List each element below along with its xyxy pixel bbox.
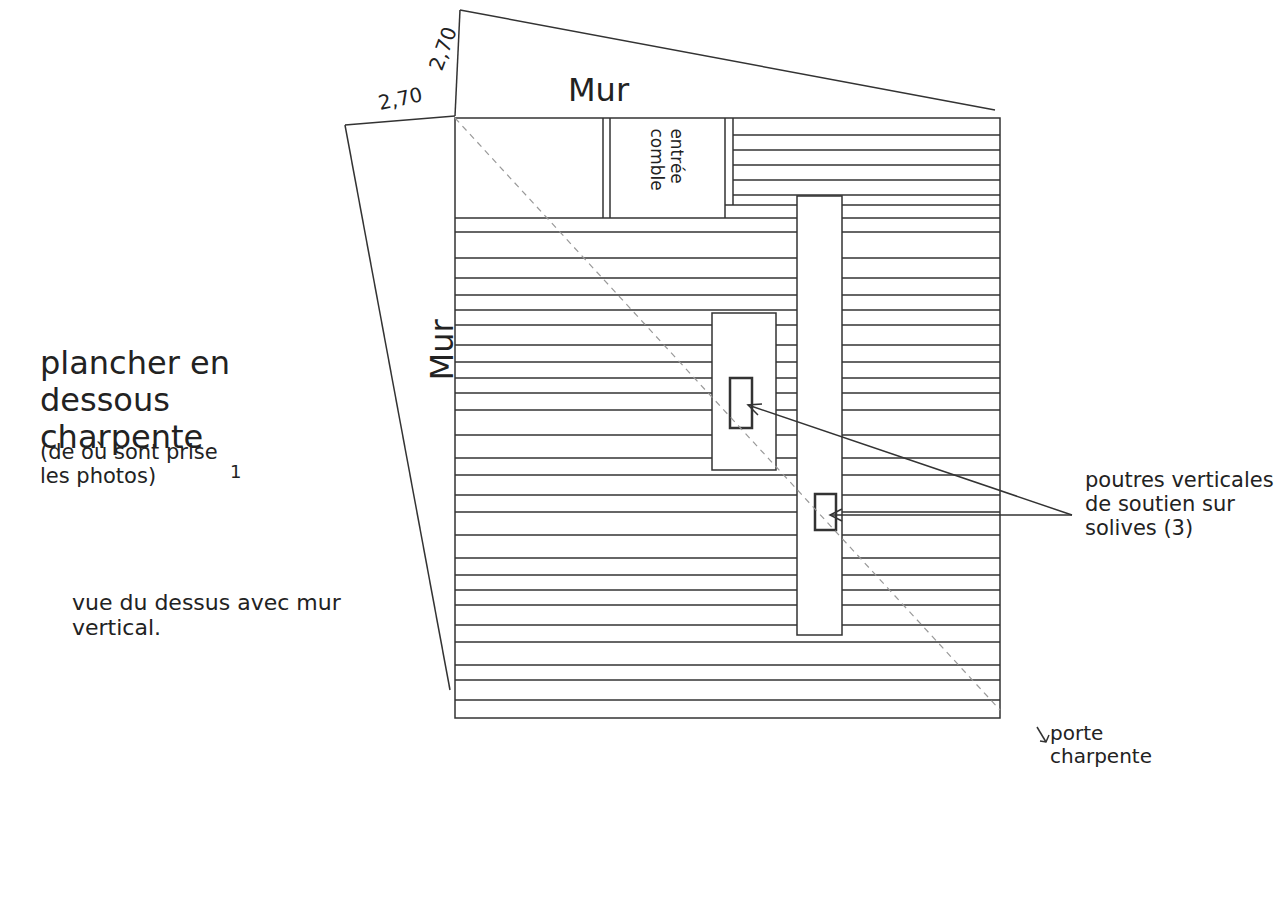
handwritten-label: porte charpente [1050,722,1160,768]
box-text: entrée comble [647,128,688,208]
handwritten-label: plancher en dessous charpente [40,345,320,455]
handwritten-label: (de où sont prise les photos) [40,440,230,488]
handwritten-label: 1 [230,462,250,483]
handwritten-label: 2,70 [425,9,467,73]
attic-entry-box: entrée comble [612,121,722,215]
handwritten-label: Mur [424,300,461,380]
handwritten-label: vue du dessus avec mur vertical. [72,590,372,641]
handwritten-label: poutres verticales de soutien sur solive… [1085,468,1275,540]
handwritten-label: Mur [568,72,648,109]
handwritten-label: 2,70 [376,80,439,115]
